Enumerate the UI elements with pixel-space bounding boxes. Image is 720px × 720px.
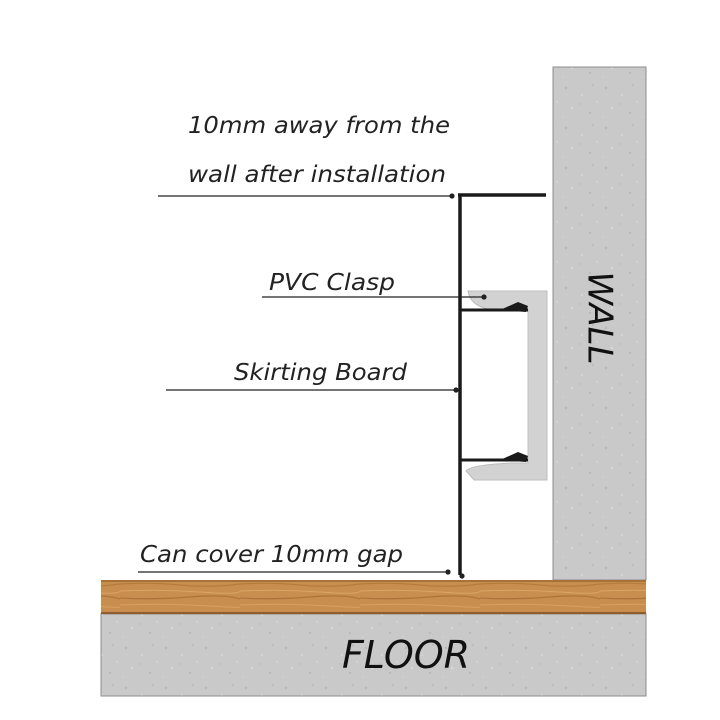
skirting-board-profile: [458, 193, 546, 575]
leader-dot-gap: [445, 569, 451, 575]
wall-label: WALL: [580, 271, 620, 364]
leader-lines: [138, 195, 484, 573]
skirting-board-label: Skirting Board: [234, 360, 407, 386]
floor: [100, 613, 647, 697]
pvc-clasp: [465, 290, 548, 481]
distance-label-line2: wall after installation: [188, 162, 446, 188]
pvc-clasp-label: PVC Clasp: [269, 270, 395, 296]
floor-label: FLOOR: [342, 633, 470, 677]
leader-dot-skirting-board: [453, 387, 459, 393]
wood-floorboard: [101, 580, 646, 614]
gap-cover-label: Can cover 10mm gap: [140, 542, 403, 568]
distance-label-line1: 10mm away from the: [188, 113, 450, 139]
leader-dot-pvc-clasp: [481, 294, 487, 300]
leader-dot-distance: [449, 193, 455, 199]
wall: [552, 66, 647, 581]
